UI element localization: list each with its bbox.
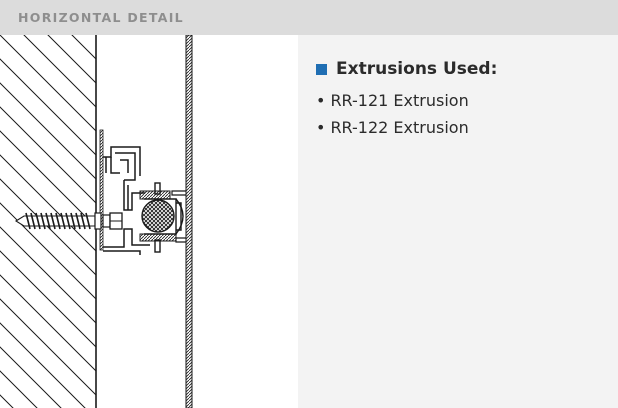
info-panel: Extrusions Used: •RR-121 Extrusion •RR-1… (298, 35, 618, 408)
bullet-icon: • (316, 91, 326, 110)
upper-panel-return (171, 190, 186, 196)
list-item: •RR-122 Extrusion (316, 114, 469, 141)
square-bullet-icon (316, 64, 327, 75)
right-panel-skin (185, 35, 193, 408)
list-item-label: RR-122 Extrusion (330, 118, 469, 137)
list-item-label: RR-121 Extrusion (330, 91, 469, 110)
extrusions-list: •RR-121 Extrusion •RR-122 Extrusion (316, 87, 469, 141)
left-panel-skin (99, 129, 104, 251)
section-title: HORIZONTAL DETAIL (18, 10, 184, 25)
extrusions-heading-text: Extrusions Used: (336, 59, 498, 79)
cad-drawing (0, 35, 193, 408)
clip-pins (154, 182, 161, 253)
lower-panel-return (175, 237, 186, 243)
horizontal-detail-drawing (0, 35, 298, 408)
sealant-bead (175, 198, 184, 235)
list-item: •RR-121 Extrusion (316, 87, 469, 114)
fastener-screw (14, 212, 123, 230)
section-header: HORIZONTAL DETAIL (0, 0, 618, 35)
bullet-icon: • (316, 118, 326, 137)
rr-121-extrusion (103, 146, 150, 255)
backer-rod (141, 199, 175, 233)
extrusions-heading: Extrusions Used: (316, 59, 497, 79)
